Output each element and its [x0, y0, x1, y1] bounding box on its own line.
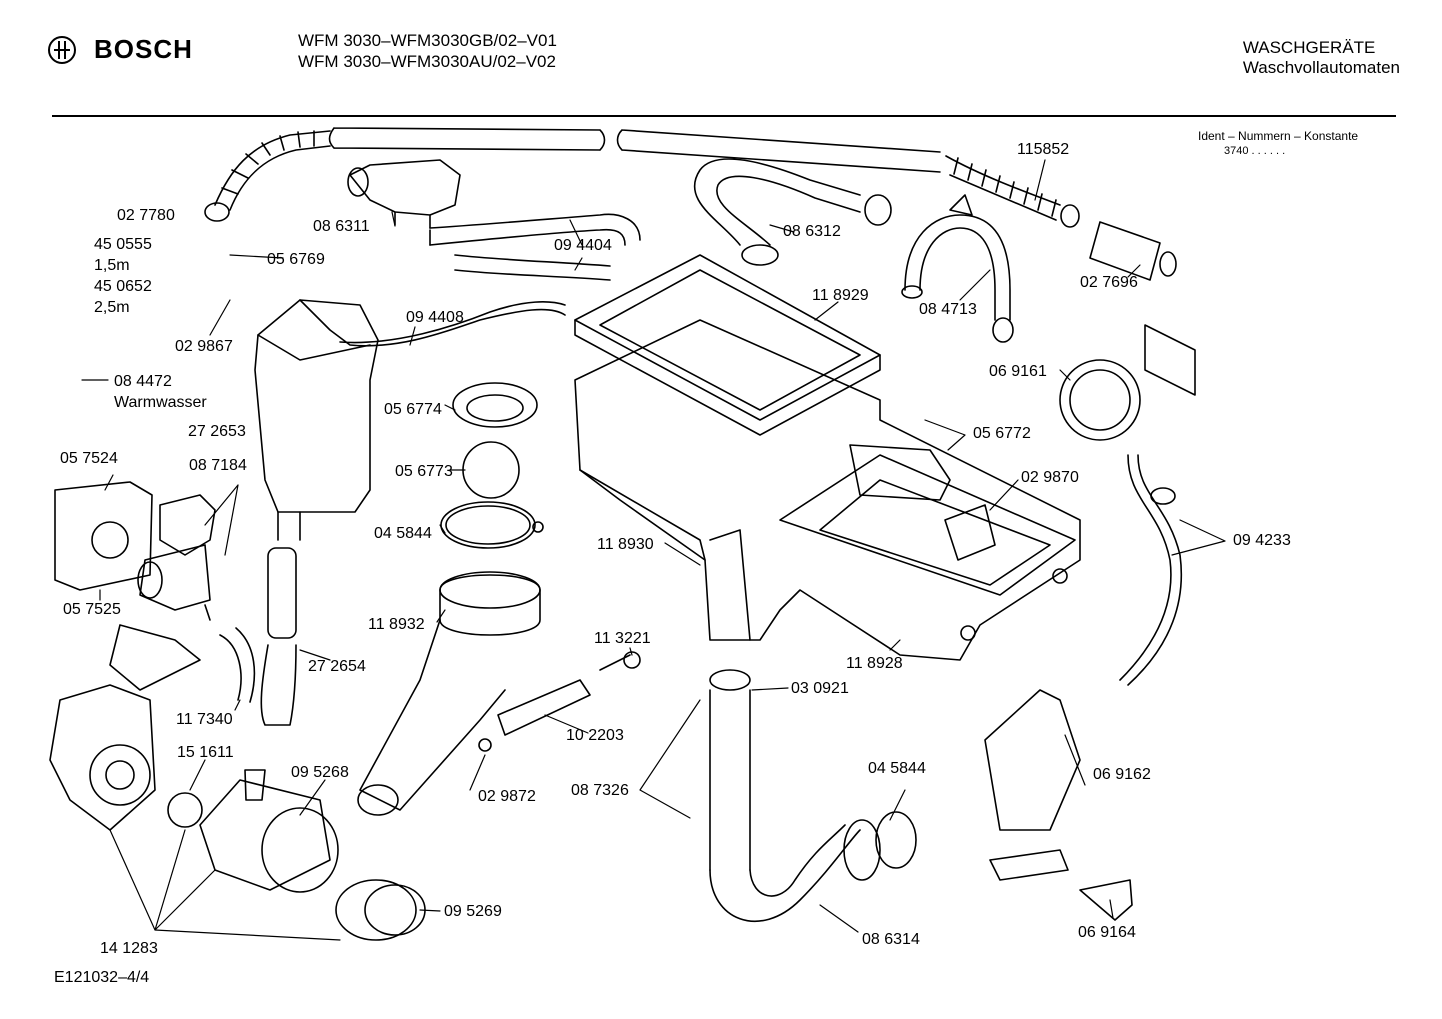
reservoir-drawing [254, 299, 566, 726]
header-divider [52, 115, 1396, 117]
part-label: 02 7780 [117, 207, 175, 224]
part-label: 11 7340 [176, 711, 233, 728]
part-label: 06 9164 [1078, 924, 1136, 941]
part-label: 09 4233 [1233, 532, 1291, 549]
part-label: 03 0921 [791, 680, 849, 697]
part-label: 05 6774 [384, 401, 442, 418]
part-label: 14 1283 [100, 940, 158, 957]
part-label: 05 6769 [267, 251, 325, 268]
part-label: 27 2653 [188, 423, 246, 440]
part-label: 11 8930 [597, 536, 654, 553]
part-label: 27 2654 [308, 658, 366, 675]
part-label: 02 9867 [175, 338, 233, 355]
category-subtitle: Waschvollautomaten [1242, 58, 1400, 77]
part-label: 04 5844 [374, 525, 432, 542]
part-label: 05 6773 [395, 463, 453, 480]
dispenser-housing-drawing [574, 254, 1081, 661]
drain-hose-drawing [709, 669, 917, 923]
category-title: WASCHGERÄTE [1242, 38, 1376, 57]
part-label: 2,5m [94, 299, 130, 316]
part-label: 08 6311 [313, 218, 370, 235]
part-label: 45 0652 [94, 278, 152, 295]
part-label: 08 6314 [862, 931, 920, 948]
leader-lines [81, 159, 1226, 941]
drain-pump-drawing [49, 624, 426, 941]
part-label: 09 4404 [554, 237, 612, 254]
part-label: 02 7696 [1080, 274, 1138, 291]
part-label: 04 5844 [868, 760, 926, 777]
part-label: 05 7525 [63, 601, 121, 618]
part-label: 09 4408 [406, 309, 464, 326]
pressure-switch-drawing [984, 324, 1196, 921]
ident-block: Ident – Nummern – Konstante 3740 . . . .… [1198, 129, 1358, 159]
bosch-armature-icon [48, 35, 76, 64]
part-label: 05 7524 [60, 450, 118, 467]
part-label: 08 4472 [114, 373, 172, 390]
model-list: WFM 3030–WFM3030GB/02–V01 WFM 3030–WFM30… [298, 30, 557, 72]
part-label: 08 7326 [571, 782, 629, 799]
brand-logo: BOSCH [48, 34, 193, 65]
part-label: 10 2203 [566, 727, 624, 744]
part-labels: 02 7780 45 0555 1,5m 45 0652 2,5m 05 676… [60, 141, 1291, 957]
part-label: 15 1611 [177, 744, 234, 761]
category-block: WASCHGERÄTE Waschvollautomaten [1243, 38, 1400, 78]
part-label: 05 6772 [973, 425, 1031, 442]
part-label: 45 0555 [94, 236, 152, 253]
part-label: 06 9162 [1093, 766, 1151, 783]
part-label: 02 9872 [478, 788, 536, 805]
part-label: 08 4713 [919, 301, 977, 318]
part-label: 11 8932 [368, 616, 425, 633]
part-label: 11 8928 [846, 655, 903, 672]
hose-bracket-drawing [901, 194, 1014, 343]
model-line: WFM 3030–WFM3030GB/02–V01 [298, 31, 557, 50]
part-label: 115852 [1017, 141, 1069, 158]
part-label: 02 9870 [1021, 469, 1079, 486]
valve-assembly-drawing [347, 159, 641, 281]
part-label: 09 5269 [444, 903, 502, 920]
brand-name: BOSCH [94, 34, 193, 64]
bellows-set-drawing [357, 382, 641, 816]
part-label: 08 6312 [783, 223, 841, 240]
part-label: 1,5m [94, 257, 130, 274]
inlet-valve-drawing [54, 481, 216, 621]
part-label: 08 7184 [189, 457, 247, 474]
model-line: WFM 3030–WFM3030AU/02–V02 [298, 52, 556, 71]
part-label: Warmwasser [114, 394, 207, 411]
part-label: 11 3221 [594, 630, 651, 647]
inlet-hose-drawing [204, 127, 1177, 281]
ident-value: 3740 . . . . . . [1224, 145, 1286, 157]
part-label: 09 5268 [291, 764, 349, 781]
drawing-id: E121032–4/4 [54, 969, 150, 986]
u-hose-drawing [693, 158, 892, 266]
ident-title: Ident – Nummern – Konstante [1198, 129, 1359, 143]
part-label: 06 9161 [989, 363, 1047, 380]
part-label: 11 8929 [812, 287, 869, 304]
